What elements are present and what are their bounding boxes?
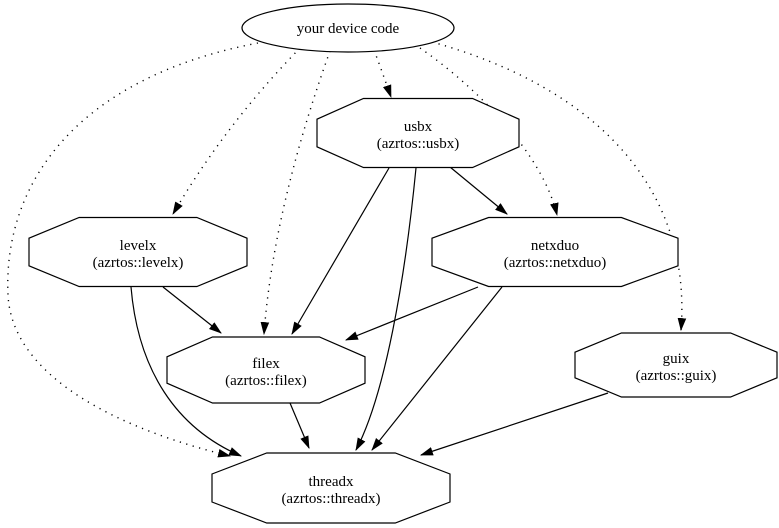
octagon-shape <box>431 216 679 288</box>
node-guix: guix(azrtos::guix) <box>574 332 778 398</box>
octagon-shape <box>316 97 520 169</box>
node-threadx-label-line1: threadx <box>309 474 354 490</box>
edge-netxduo-to-threadx <box>371 286 503 451</box>
node-levelx: levelx(azrtos::levelx) <box>28 216 248 288</box>
node-netxduo-label-line1: netxduo <box>531 238 579 254</box>
edge-guix-to-threadx <box>419 392 609 456</box>
edge-usbx-to-filex <box>291 167 390 335</box>
nodes-layer: your device codeusbx(azrtos::usbx)levelx… <box>28 3 778 524</box>
node-filex-label-line1: filex <box>252 356 280 372</box>
edges-layer <box>7 41 687 458</box>
edge-filex-to-threadx <box>289 402 310 449</box>
node-levelx-label-line1: levelx <box>120 238 157 254</box>
node-filex: filex(azrtos::filex) <box>166 336 366 404</box>
node-threadx-label-line2: (azrtos::threadx) <box>281 491 380 507</box>
node-netxduo-label-line2: (azrtos::netxduo) <box>504 255 606 271</box>
node-usbx: usbx(azrtos::usbx) <box>316 97 520 169</box>
edge-usbx-to-threadx <box>355 167 417 451</box>
octagon-shape <box>166 336 366 404</box>
node-netxduo: netxduo(azrtos::netxduo) <box>431 216 679 288</box>
edge-usbx-to-netxduo <box>449 166 508 215</box>
edge-device-to-filex <box>260 50 331 336</box>
octagon-shape <box>28 216 248 288</box>
octagon-shape <box>574 332 778 398</box>
node-levelx-label-line2: (azrtos::levelx) <box>93 255 184 271</box>
edge-levelx-to-filex <box>162 286 222 334</box>
node-threadx: threadx(azrtos::threadx) <box>211 452 451 524</box>
edge-netxduo-to-filex <box>344 286 479 341</box>
node-usbx-label-line1: usbx <box>404 119 433 135</box>
node-guix-label-line2: (azrtos::guix) <box>636 368 717 384</box>
edge-device-to-guix <box>431 41 687 332</box>
node-filex-label-line2: (azrtos::filex) <box>225 373 307 389</box>
edge-device-to-levelx <box>172 47 301 215</box>
octagon-shape <box>211 452 451 524</box>
node-usbx-label-line2: (azrtos::usbx) <box>377 136 459 152</box>
ellipse-shape <box>241 3 455 53</box>
edge-levelx-to-threadx <box>130 286 242 457</box>
node-guix-label-line1: guix <box>663 351 690 367</box>
edge-device-to-threadx <box>7 42 259 458</box>
node-device-label-line1: your device code <box>297 21 400 37</box>
edge-device-to-usbx <box>373 49 392 99</box>
node-device: your device code <box>241 3 455 53</box>
